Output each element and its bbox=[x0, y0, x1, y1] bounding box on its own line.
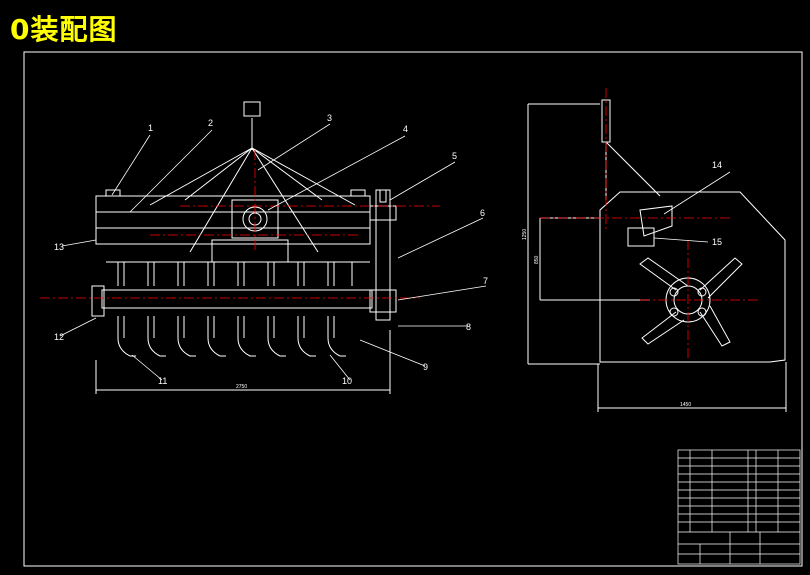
callout-numbers: 1 2 3 4 5 6 7 8 9 10 11 12 13 14 15 bbox=[54, 113, 722, 386]
leader-lines-front bbox=[59, 123, 487, 381]
dim-front-width: 2750 bbox=[236, 384, 247, 390]
dim-side-height-outer: 1250 bbox=[522, 229, 528, 240]
callout-4: 4 bbox=[403, 124, 408, 134]
dim-side-width: 1450 bbox=[680, 402, 691, 408]
callout-8: 8 bbox=[466, 322, 471, 332]
callout-5: 5 bbox=[452, 151, 457, 161]
callout-12: 12 bbox=[54, 332, 64, 342]
upper-teeth bbox=[106, 261, 370, 286]
drive-parts bbox=[627, 205, 673, 247]
side-centerlines bbox=[540, 88, 760, 360]
callout-2: 2 bbox=[208, 118, 213, 128]
rotary-blades bbox=[117, 316, 346, 357]
drawing-title: 0装配图 bbox=[10, 13, 118, 46]
side-drive bbox=[369, 189, 397, 321]
leader-lines-side bbox=[653, 171, 731, 243]
callout-7: 7 bbox=[483, 276, 488, 286]
callout-13: 13 bbox=[54, 242, 64, 252]
drawing-frame bbox=[23, 51, 803, 567]
callout-9: 9 bbox=[423, 362, 428, 372]
dim-side-height-inner: 850 bbox=[534, 255, 540, 264]
callout-3: 3 bbox=[327, 113, 332, 123]
rotor-tube bbox=[101, 289, 373, 309]
title-block bbox=[677, 449, 801, 565]
side-view bbox=[527, 99, 787, 412]
front-view bbox=[91, 101, 397, 394]
hitch-tower bbox=[149, 101, 356, 253]
callout-6: 6 bbox=[480, 208, 485, 218]
callout-14: 14 bbox=[712, 160, 722, 170]
main-frame bbox=[95, 195, 371, 245]
callout-15: 15 bbox=[712, 237, 722, 247]
side-housing bbox=[599, 191, 786, 363]
rotor-assembly bbox=[639, 257, 743, 347]
callout-10: 10 bbox=[342, 376, 352, 386]
front-centerlines bbox=[40, 150, 440, 299]
dimension-texts: 2750 1250 850 1450 bbox=[236, 229, 691, 408]
callout-1: 1 bbox=[148, 123, 153, 133]
callout-11: 11 bbox=[158, 376, 167, 386]
top-link bbox=[601, 99, 661, 200]
